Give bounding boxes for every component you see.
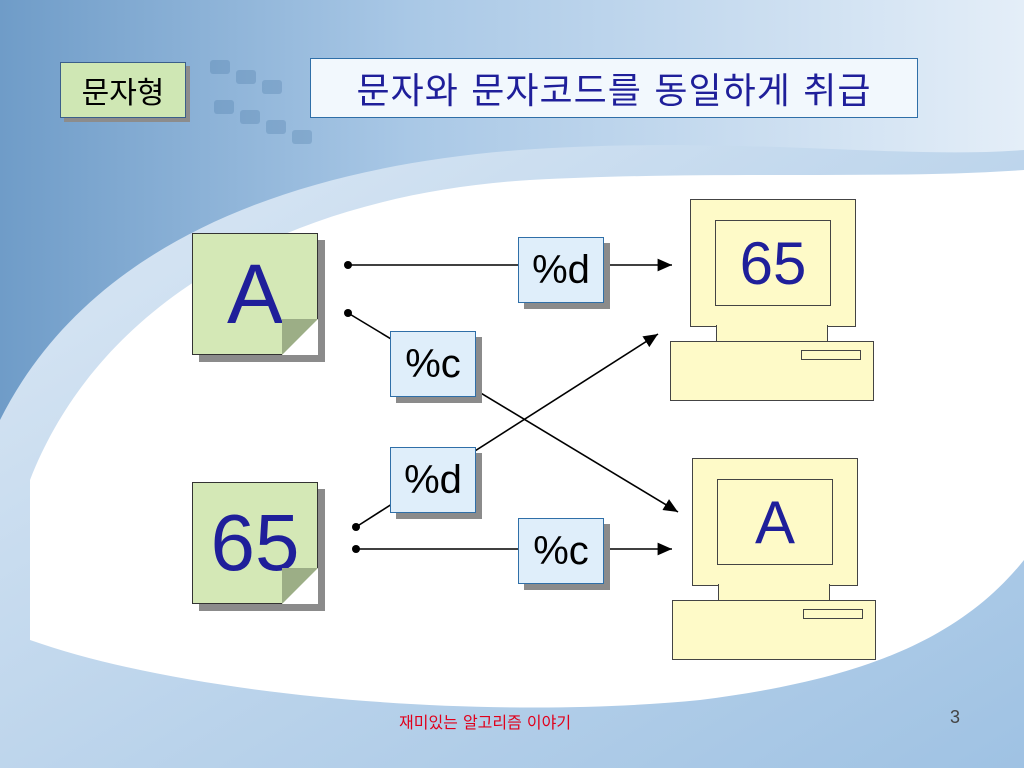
page-fold-icon	[282, 568, 318, 604]
format-specifier: %d	[532, 247, 590, 292]
format-box-c-bottom: %c	[518, 518, 604, 584]
connector-dot	[344, 261, 352, 269]
source-note-number: 65	[192, 482, 318, 604]
computer-case	[672, 600, 876, 660]
disk-slot	[803, 609, 863, 619]
source-note-char: A	[192, 233, 318, 355]
format-box-d-bottom: %d	[390, 447, 476, 513]
disk-slot	[801, 350, 861, 360]
computer-screen-value: 65	[739, 229, 807, 297]
format-specifier: %c	[405, 341, 461, 386]
computer-stand	[716, 325, 828, 342]
page-number: 3	[950, 707, 961, 727]
slide-title: 문자와 문자코드를 동일하게 취급	[310, 58, 918, 118]
computer-monitor-icon: A	[692, 458, 858, 586]
computer-screen: A	[717, 479, 833, 565]
slide-title-text: 문자와 문자코드를 동일하게 취급	[356, 71, 872, 112]
computer-screen-value: A	[754, 488, 796, 556]
computer-screen: 65	[715, 220, 831, 306]
computer-case	[670, 341, 874, 401]
connector-dot	[352, 523, 360, 531]
format-box-c-top: %c	[390, 331, 476, 397]
category-tag-label: 문자형	[81, 76, 165, 111]
connector-dot	[344, 309, 352, 317]
source-note-char-label: A	[226, 246, 284, 341]
page-fold-icon	[282, 319, 318, 355]
format-box-d-top: %d	[518, 237, 604, 303]
computer-stand	[718, 584, 830, 601]
category-tag: 문자형	[60, 62, 186, 118]
format-specifier: %d	[404, 457, 462, 502]
computer-monitor-icon: 65	[690, 199, 856, 327]
format-specifier: %c	[533, 528, 589, 573]
footer-text: 재미있는 알고리즘 이야기	[399, 713, 572, 732]
connector-dot	[352, 545, 360, 553]
